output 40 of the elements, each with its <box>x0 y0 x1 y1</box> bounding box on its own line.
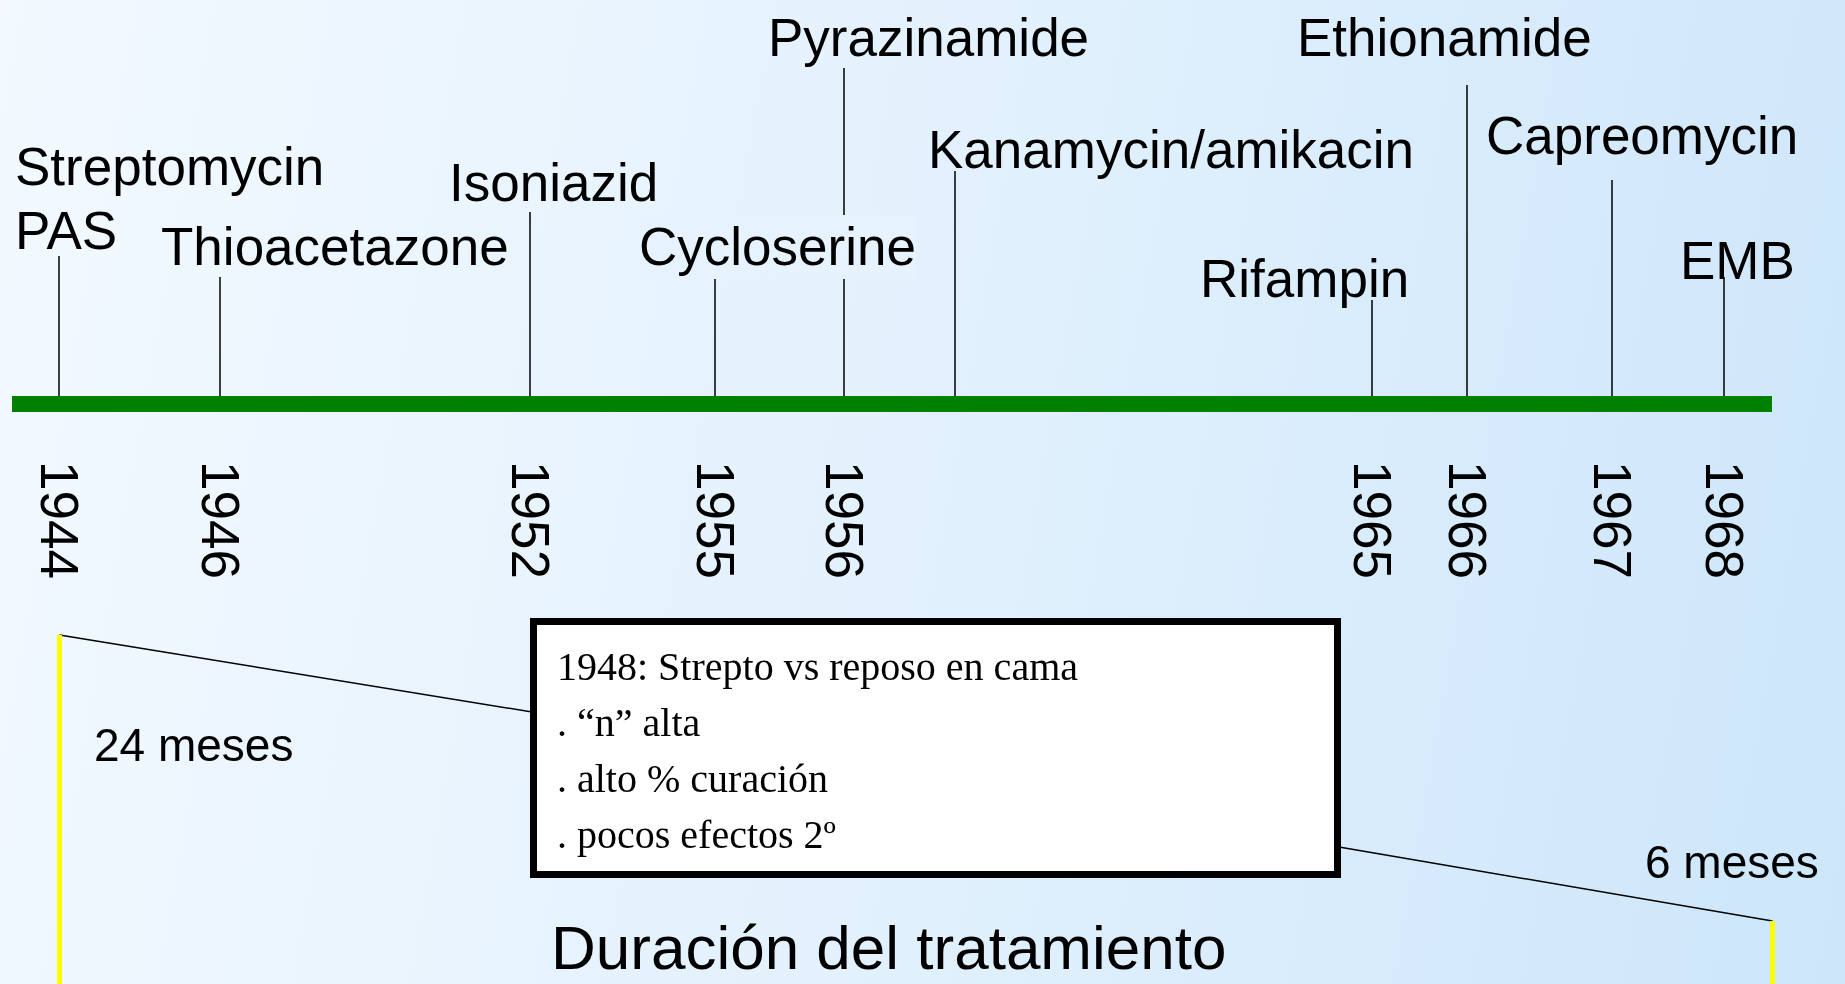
year-label: 1955 <box>689 461 742 579</box>
duration-label: 6 meses <box>1645 835 1819 889</box>
leader-line <box>529 211 531 397</box>
timeline-bar <box>12 396 1772 412</box>
leader-line <box>1466 84 1468 397</box>
callout-bullet: . “n” alta <box>557 699 701 747</box>
duration-bar <box>57 635 62 984</box>
year-label: 1965 <box>1346 461 1399 579</box>
callout-box <box>530 618 1341 878</box>
leader-line <box>219 276 221 397</box>
year-label: 1952 <box>504 461 557 579</box>
leader-line <box>714 276 716 397</box>
drug-label: EMB <box>1680 230 1795 292</box>
year-label: 1966 <box>1441 461 1494 579</box>
chart-caption: Duración del tratamiento <box>551 912 1227 983</box>
leader-line <box>1371 299 1373 397</box>
year-label: 1944 <box>33 461 86 579</box>
drug-label: Capreomycin <box>1486 105 1799 167</box>
drug-label: Cycloserine <box>639 215 916 279</box>
drug-label: Streptomycin <box>15 136 325 198</box>
callout-bullet: . pocos efectos 2º <box>557 811 836 859</box>
drug-label: Isoniazid <box>449 152 659 214</box>
leader-line <box>954 170 956 397</box>
drug-label: Kanamycin/amikacin <box>928 119 1415 181</box>
leader-line <box>1611 179 1613 397</box>
drug-label: Rifampin <box>1200 248 1410 310</box>
callout-heading: 1948: Strepto vs reposo en cama <box>557 643 1078 691</box>
year-label: 1968 <box>1698 461 1751 579</box>
duration-bar <box>1770 921 1775 984</box>
leader-line <box>58 255 60 397</box>
year-label: 1946 <box>194 461 247 579</box>
year-label: 1967 <box>1586 461 1639 579</box>
drug-label: Thioacetazone <box>161 216 509 278</box>
leader-line <box>1723 276 1725 397</box>
year-label: 1956 <box>818 461 871 579</box>
duration-label: 24 meses <box>94 718 294 772</box>
drug-label: PAS <box>15 199 118 262</box>
drug-label: Ethionamide <box>1297 7 1592 69</box>
drug-label: Pyrazinamide <box>768 7 1090 69</box>
callout-bullet: . alto % curación <box>557 755 828 803</box>
